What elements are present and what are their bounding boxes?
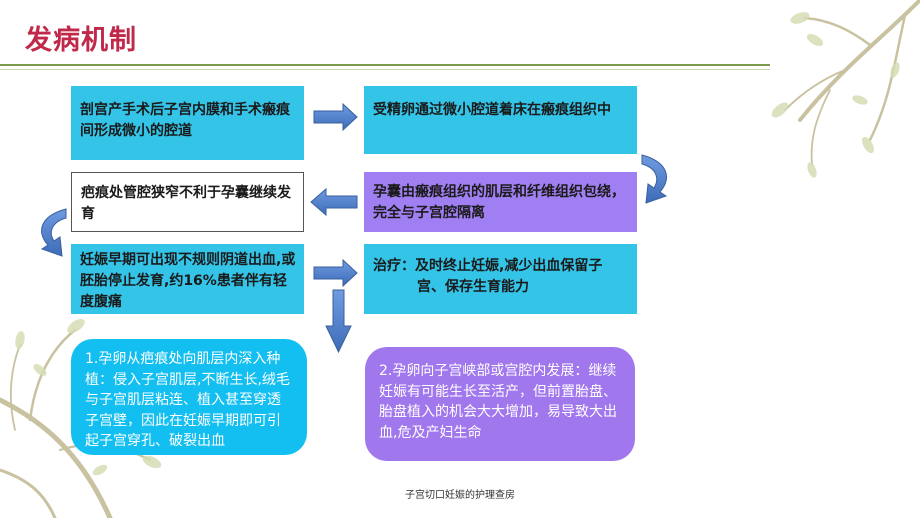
box-myometrium-invasion: 1.孕卵从疤痕处向肌层内深入种植：侵入子宫肌层,不断生长,绒毛与子宫肌层粘连、植… (71, 339, 307, 455)
box-early-symptoms: 妊娠早期可出现不规则阴道出血,或胚胎停止发育,约16%患者伴有轻度腹痛 (71, 244, 304, 314)
treatment-line-2: 宫、保存生育能力 (417, 279, 529, 295)
title-divider-thin (0, 69, 770, 70)
box-implantation: 受精卵通过微小腔道着床在瘢痕组织中 (364, 86, 637, 154)
box-treatment: 治疗：及时终止妊娠,减少出血保留子 宫、保存生育能力 (364, 244, 637, 314)
arrow-left-icon (310, 187, 358, 217)
arrow-down-icon (325, 289, 352, 354)
footer-caption: 子宫切口妊娠的护理查房 (405, 490, 515, 501)
curved-arrow-down-left-icon (40, 208, 67, 257)
arrow-right-icon (313, 102, 358, 132)
box-sac-isolated: 孕囊由瘢痕组织的肌层和纤维组织包绕，完全与子宫腔隔离 (364, 172, 637, 232)
treatment-line-1: 治疗：及时终止妊娠,减少出血保留子 (373, 258, 603, 274)
curved-arrow-down-icon (641, 154, 668, 204)
box-isthmus-development: 2.孕卵向子宫峡部或宫腔内发展：继续妊娠有可能生长至活产，但前置胎盘、胎盘植入的… (365, 347, 635, 461)
title-divider (0, 64, 770, 66)
arrow-right-treatment-icon (313, 258, 358, 288)
page-title: 发病机制 (25, 25, 137, 56)
box-cesarean-scar-channel: 剖宫产手术后子宫内膜和手术瘢痕间形成微小的腔道 (71, 86, 304, 160)
box-narrow-lumen: 疤痕处管腔狭窄不利于孕囊继续发育 (71, 172, 304, 232)
